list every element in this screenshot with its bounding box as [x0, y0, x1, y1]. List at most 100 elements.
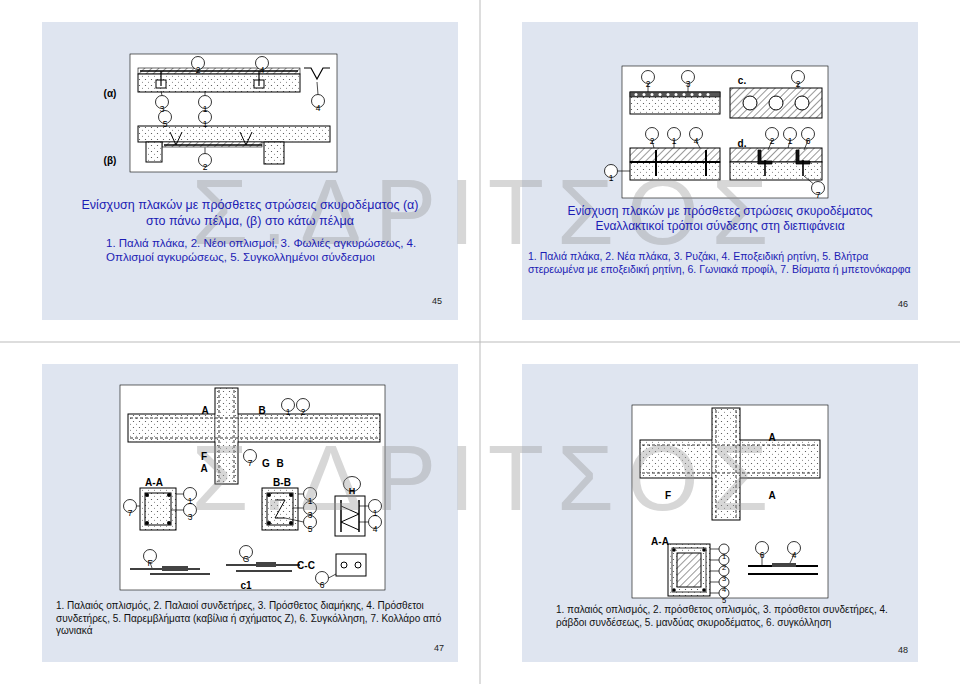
bar-symbol: [683, 93, 686, 96]
drawing-line: [710, 549, 719, 550]
legend-text: 1. παλαιός οπλισμός, 2. πρόσθετος οπλισμ…: [556, 604, 908, 629]
callout-number: 5: [308, 525, 313, 534]
page-number: 47: [404, 643, 444, 654]
callout-number: 2: [770, 137, 775, 146]
callout-number: 2: [722, 564, 726, 572]
part-label: C-C: [297, 561, 315, 571]
callout-number: 3: [188, 513, 193, 522]
callout-number: 2: [196, 66, 201, 75]
callout-number: 2: [646, 80, 651, 89]
part-label: (β): [104, 156, 117, 166]
old-slab: [138, 126, 330, 142]
part-label: (α): [104, 89, 117, 99]
callout-number: 4: [373, 525, 378, 534]
bar-symbol: [341, 562, 347, 568]
part-label: B-B: [273, 478, 291, 488]
bar-symbol: [651, 93, 654, 96]
drawing-line: [150, 573, 210, 575]
bar-symbol: [167, 493, 171, 497]
callout-number: 1: [722, 553, 726, 561]
bar-symbol: [707, 93, 710, 96]
callout-number: 3: [686, 80, 691, 89]
callout-number: 5: [722, 597, 726, 605]
legend-text: 1. Παλιά πλάκα, 2. Νέοι οπλισμοί, 3. Φωλ…: [106, 236, 452, 265]
drawing-line: [240, 132, 252, 145]
old-slab: [630, 92, 720, 114]
bar-symbol: [672, 588, 676, 592]
drawing-line: [171, 510, 184, 511]
weld: [162, 566, 188, 571]
legend-text: 1. Παλαιός οπλισμός, 2. Παλαιοί συνδετήρ…: [56, 600, 448, 638]
drawing-line: [0, 342, 960, 343]
bar-symbol: [145, 493, 149, 497]
part-label: A-A: [145, 478, 163, 488]
jacket: [668, 544, 710, 596]
callout-number: 4: [792, 551, 797, 560]
part-label: F: [201, 452, 207, 462]
part-label: G: [262, 459, 270, 469]
rough-layer: [630, 92, 720, 97]
bar-symbol: [795, 96, 809, 110]
bar-symbol: [743, 96, 757, 110]
drawing-area: [130, 54, 337, 172]
callout-number: 1: [609, 174, 614, 183]
callout-number: F: [147, 559, 152, 568]
drawing-line: [170, 132, 182, 145]
beam: [146, 142, 162, 162]
callout-number: 4: [316, 104, 321, 113]
part-label: B: [258, 406, 265, 416]
drawing-line: [205, 91, 206, 96]
drawing-line: [130, 418, 378, 419]
drawing-line: [258, 71, 259, 86]
old-slab: [138, 74, 300, 92]
drawing-line: [710, 571, 719, 572]
new-layer: [138, 68, 300, 74]
part-label: B: [276, 459, 283, 469]
bar-symbol: [167, 521, 171, 525]
callout-number: 1: [188, 497, 193, 506]
stirrup: [672, 548, 706, 592]
drawing-line: [802, 160, 804, 176]
bar-symbol: [675, 93, 678, 96]
callout-number: 3: [722, 575, 726, 583]
bar-symbol: [635, 93, 638, 96]
beam: [264, 142, 284, 164]
watermark: Σ.ΔΡΙΤΣΟΣ: [178, 432, 781, 524]
drawing-line: [137, 506, 141, 507]
callout-number: 6: [806, 137, 811, 146]
bar-symbol: [355, 562, 361, 568]
drawing-line: [329, 574, 337, 578]
part-label: A-A: [651, 537, 669, 547]
part-label: A: [768, 433, 775, 443]
callout-number: 1: [286, 408, 291, 417]
callout-number: 1: [203, 105, 208, 114]
callout-number: 2: [203, 163, 208, 172]
callout-number: 1: [373, 509, 378, 518]
bar-symbol: [702, 588, 706, 592]
drawing-line: [748, 573, 818, 575]
bar-symbol: [667, 93, 670, 96]
part-label: A: [200, 464, 207, 474]
drawing-line: [236, 570, 292, 572]
callout-number: 1: [308, 497, 313, 506]
part-label: A: [768, 491, 775, 501]
drawing-line: [304, 68, 330, 79]
legend-text: 1. Παλιά πλάκα, 2. Νέα πλάκα, 3. Ρυζάκι,…: [528, 250, 914, 276]
bar-symbol: [691, 93, 694, 96]
callout-number: 4: [722, 586, 726, 594]
old-column: [677, 553, 701, 587]
callout-number: G: [243, 555, 250, 564]
page-number: 45: [402, 296, 442, 307]
part-label: F: [665, 491, 671, 501]
bar-symbol: [145, 521, 149, 525]
page-number: 46: [868, 299, 908, 310]
drawing-line: [164, 144, 262, 145]
section-a: [140, 488, 176, 530]
drawing-line: [710, 560, 719, 561]
callout-number: 4: [260, 66, 265, 75]
bar-symbol: [769, 96, 783, 110]
weld: [772, 563, 796, 567]
part-label: d.: [738, 139, 747, 149]
